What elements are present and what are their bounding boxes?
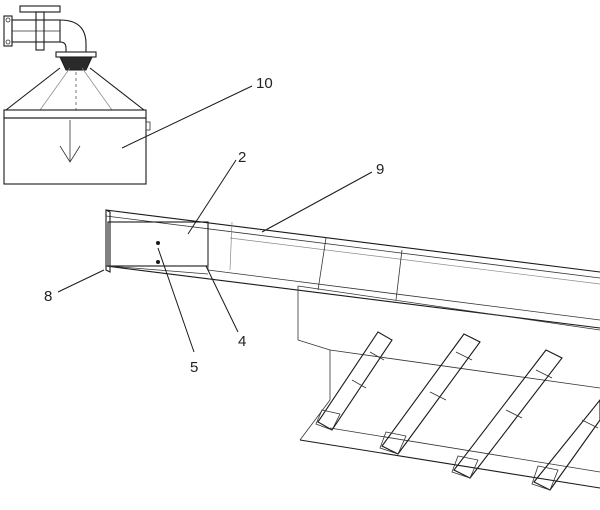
leader-lines — [57, 85, 373, 353]
flight — [379, 333, 481, 455]
hopper-box — [3, 67, 151, 185]
hopper-flange — [55, 51, 97, 58]
flight — [451, 349, 563, 479]
callout-10: 10 — [256, 75, 273, 92]
hopper-top-band — [3, 109, 147, 119]
flight — [315, 331, 393, 431]
flight — [531, 399, 600, 491]
callout-5: 5 — [190, 359, 198, 376]
hopper-body — [3, 117, 147, 185]
pipe-top-plate — [19, 5, 61, 13]
callouts: 10 2 9 8 4 5 — [44, 75, 384, 376]
flange-bolt — [5, 17, 11, 23]
callout-2: 2 — [238, 149, 246, 166]
leader-9 — [261, 171, 373, 233]
elbow-outer — [59, 19, 87, 52]
nozzle — [59, 56, 93, 71]
elbow-inner — [59, 41, 67, 52]
sensor-point — [156, 241, 160, 245]
leader-4 — [205, 265, 239, 333]
flange-bolt — [5, 39, 11, 45]
pipe-assembly — [3, 5, 97, 71]
leader-10 — [121, 85, 253, 149]
leader-8 — [57, 269, 105, 293]
conveyor-trough — [105, 209, 600, 329]
left-flange — [3, 15, 13, 47]
leader-2 — [187, 159, 237, 235]
callout-9: 9 — [376, 161, 384, 178]
leader-5 — [157, 247, 195, 353]
flights — [315, 331, 600, 491]
callout-8: 8 — [44, 288, 52, 305]
lower-frame — [297, 285, 600, 489]
callout-4: 4 — [238, 333, 246, 350]
sensor-point — [156, 260, 160, 264]
end-box — [107, 221, 209, 275]
